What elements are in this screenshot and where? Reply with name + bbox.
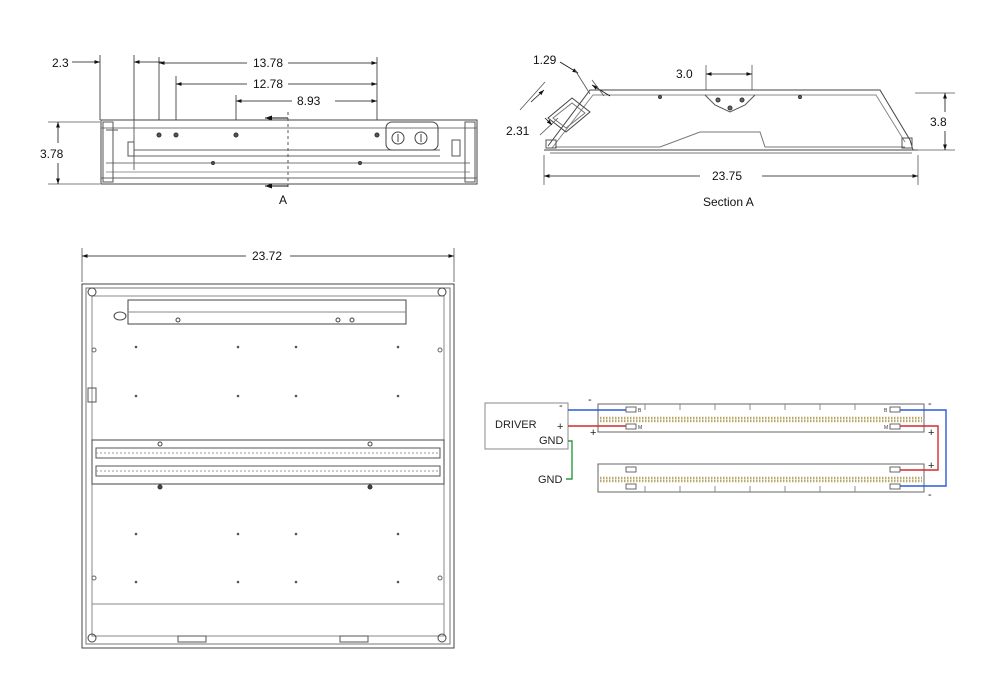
dim-left-offset: 2.3 (52, 56, 69, 70)
strip1-right-plus-sign: + (928, 427, 934, 439)
driver-minus-sign: - (559, 400, 563, 412)
dim-section-height: 3.8 (930, 115, 947, 129)
section-view-dimensions (519, 61, 955, 185)
dim-driver-side: 2.31 (506, 124, 530, 138)
side-view (99, 55, 478, 190)
dim-to-jbox-far: 13.78 (253, 56, 283, 70)
strip1-right-minus-sign: - (928, 398, 932, 410)
strip1-plus-sign: + (590, 427, 596, 439)
dim-section-width: 23.75 (712, 169, 742, 183)
ground-label: GND (538, 474, 563, 486)
dim-plan-width: 23.72 (252, 249, 282, 263)
led-strip-bottom (597, 463, 925, 493)
strip1-pad-label-2: M (638, 425, 642, 431)
side-view-dimensions (48, 60, 377, 185)
dim-bracket: 3.0 (676, 67, 693, 81)
wire-ground-path (566, 440, 573, 480)
section-view (544, 89, 918, 154)
strip1-pad-label-4: B (884, 408, 888, 414)
dim-to-jbox-mid: 12.78 (253, 77, 283, 91)
driver-label: DRIVER (495, 419, 537, 431)
led-strip-top (597, 403, 925, 433)
driver-plus-sign: + (557, 421, 563, 433)
dim-to-section: 8.93 (297, 94, 321, 108)
dim-overall-height: 3.78 (40, 147, 64, 161)
dim-driver-top: 1.29 (533, 53, 557, 67)
strip1-pad-label-1: B (638, 408, 642, 414)
strip1-minus-sign: - (588, 394, 592, 406)
driver-gnd-label: GND (539, 435, 564, 447)
section-title: Section A (703, 195, 754, 209)
strip2-right-minus-sign: - (928, 489, 932, 501)
plan-view-dimension (81, 248, 455, 282)
section-marker-label: A (279, 193, 287, 207)
plan-view (81, 283, 455, 649)
wire-positive-path (568, 425, 939, 471)
strip2-right-plus-sign: + (928, 460, 934, 472)
plan-view-mount-dots (134, 345, 400, 584)
wiring-diagram (484, 402, 947, 493)
strip1-pad-label-3: M (884, 425, 888, 431)
wire-negative-path (568, 409, 947, 487)
